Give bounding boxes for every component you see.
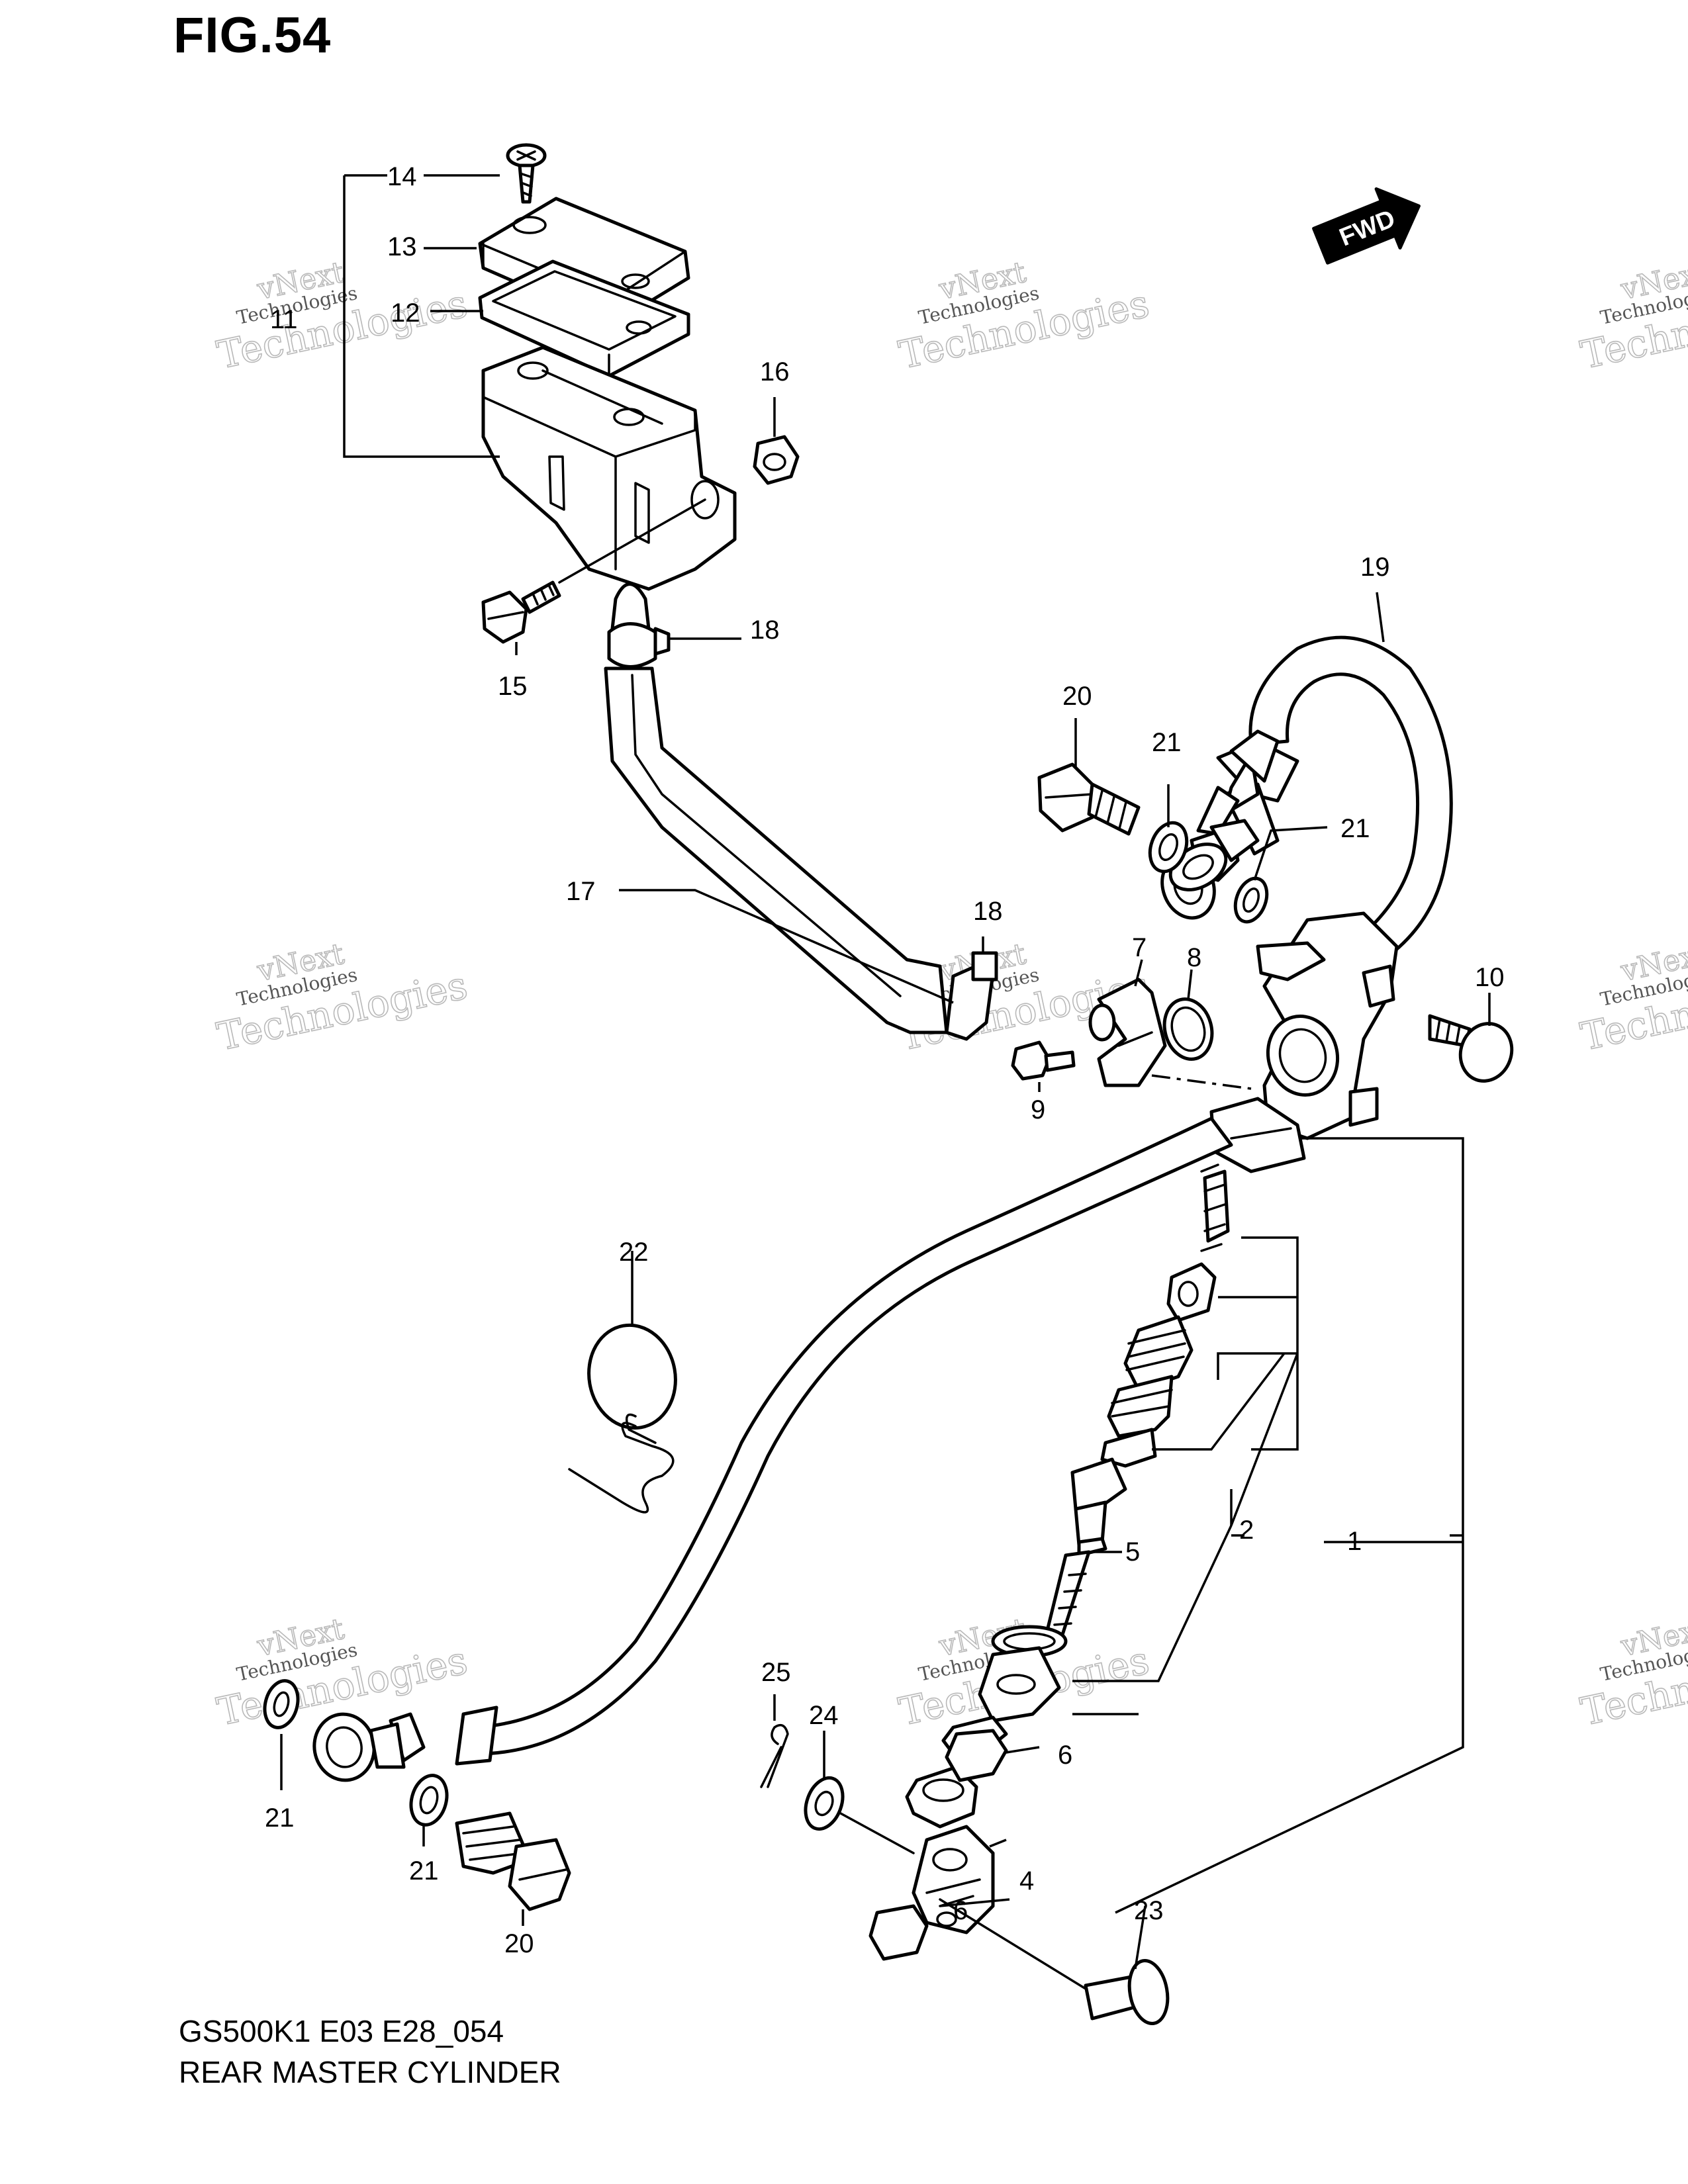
pin-washer [804,1776,845,1831]
bolt-axis [558,498,706,584]
watermark-6: vNext Technologies Technologies [1576,936,1688,1060]
diagram-name: REAR MASTER CYLINDER [179,2055,561,2089]
fwd-arrow-badge: FWD [1312,187,1421,265]
watermark-7: vNext Technologies Technologies [212,1612,471,1735]
reservoir-mount-bolt [481,580,561,644]
callout-17: 17 [566,877,596,906]
watermark-1: vNext Technologies Technologies [212,255,471,379]
upper-washer-2 [1233,876,1269,924]
lower-banjo-fitting [312,1706,498,1782]
lower-washer-1 [263,1679,300,1729]
callout-12: 12 [391,298,420,328]
o-ring [1162,997,1214,1061]
watermark-9: vNext Technologies Technologies [1576,1612,1688,1735]
reservoir-assembly [478,143,800,644]
callout-22: 22 [619,1238,649,1267]
callout-21d: 21 [409,1856,439,1886]
callout-18a: 18 [750,615,780,645]
watermark-2: vNext Technologies Technologies [894,255,1153,379]
reservoir-hose [604,582,998,1041]
callout-24: 24 [809,1701,839,1730]
pivot-bolt [1428,1014,1514,1083]
reservoir-diaphragm [478,259,690,378]
hose-clip [568,1323,677,1514]
callout-21a: 21 [1152,728,1182,757]
watermark-4: vNext Technologies Technologies [212,936,471,1060]
callout-1: 1 [1347,1527,1362,1556]
callout-10: 10 [1475,963,1505,992]
callout-labels: 1 2 4 5 6 6 7 8 9 10 11 12 13 14 15 16 1… [265,162,1505,1958]
cotter-pin [760,1723,789,1788]
upper-washer-1 [1148,821,1189,874]
master-cylinder-internals [905,1163,1230,1829]
hose-union [1088,978,1167,1087]
lower-banjo-bolt [455,1811,571,1911]
reservoir-cap-screw [506,143,547,204]
union-axis [1151,1074,1252,1090]
callout-14: 14 [387,162,417,191]
callout-7: 7 [1132,933,1147,962]
callout-6b: 6 [953,1896,968,1925]
callout-16: 16 [760,357,790,387]
callout-6a: 6 [1058,1741,1072,1770]
lock-nut-upper [945,1729,1008,1782]
upper-banjo-bolt [1037,762,1141,836]
figure-title: FIG.54 [173,7,332,64]
diagram-code: GS500K1 E03 E28_054 [179,2014,504,2048]
callout-20b: 20 [504,1929,534,1958]
callout-21b: 21 [1340,814,1370,843]
callout-4: 4 [1019,1866,1034,1895]
callout-23: 23 [1134,1896,1164,1925]
callout-5: 5 [1125,1537,1140,1567]
reservoir-body [481,345,737,591]
callout-21c: 21 [265,1803,295,1833]
callout-2: 2 [1239,1516,1254,1545]
callout-18b: 18 [973,897,1003,926]
clevis-pin [1084,1958,1170,2026]
lower-washer-2 [409,1774,449,1827]
callout-9: 9 [1031,1095,1045,1124]
callout-8: 8 [1187,943,1201,972]
callout-19: 19 [1360,553,1390,582]
callout-25: 25 [761,1658,791,1687]
grommet [753,435,800,485]
master-cylinder-body [1160,635,1453,1173]
callout-13: 13 [387,232,417,261]
callout-11: 11 [270,305,298,334]
lock-nut-lower [868,1904,929,1961]
clevis-pin-axis [839,1812,1087,1990]
callout-15: 15 [498,672,528,701]
union-screw [1011,1040,1076,1081]
watermark-3: vNext Technologies Technologies [1576,255,1688,379]
callout-20a: 20 [1062,682,1092,711]
leader-lines [280,174,1491,1970]
